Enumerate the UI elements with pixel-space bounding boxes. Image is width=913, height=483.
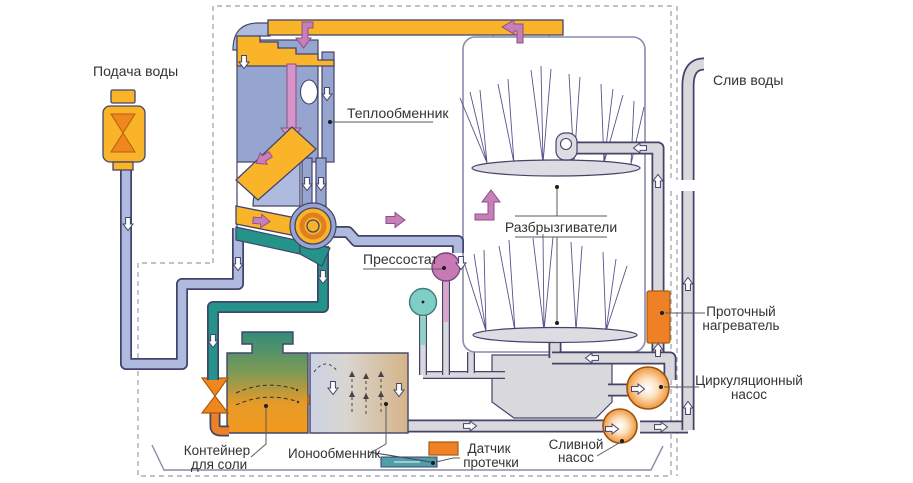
leader-dot <box>555 321 559 325</box>
base-pan <box>151 444 664 471</box>
label-drain-pump-1: Сливной <box>549 437 604 452</box>
inlet-valve-bowtie <box>110 113 136 134</box>
upper-arm-disc <box>471 159 641 177</box>
leader-ion-exchanger <box>371 406 387 453</box>
inlet-valve-bowtie <box>110 132 136 153</box>
label-pressostat: Прессостат <box>363 251 438 267</box>
label-flow-heater-1: Проточный <box>706 304 775 319</box>
heat-exchanger <box>232 22 337 267</box>
upper-spray-arm <box>459 65 658 362</box>
label-flow-heater-2: нагреватель <box>702 318 779 333</box>
steam-elbow-arrow-tub <box>474 189 501 221</box>
leader-dot <box>555 185 559 189</box>
lower-spray-arm <box>463 233 670 380</box>
heat-exchanger-side-channel <box>321 51 335 163</box>
leader-dot <box>264 404 268 408</box>
drain-pump <box>602 408 638 444</box>
diagonal-duct-upper <box>235 126 317 201</box>
leak-sensor <box>368 441 459 468</box>
machine-housing-outline <box>137 5 678 477</box>
leader-dot <box>660 311 664 315</box>
housing-dashed-border <box>137 5 672 477</box>
resin-arrowheads <box>349 371 384 399</box>
label-leak-sensor-1: Датчик <box>467 441 510 456</box>
steam-arrow <box>385 212 406 228</box>
distributor-core <box>306 219 320 233</box>
panel-window <box>299 79 319 105</box>
leader-dot <box>328 120 332 124</box>
hose-wall-pass-gap <box>668 180 704 191</box>
upper-spray-jets <box>459 65 645 165</box>
distributor-ring <box>299 212 327 240</box>
salt-level-lines <box>235 384 300 406</box>
top-steam-channel <box>267 19 564 49</box>
lower-spray-jets <box>463 233 628 332</box>
inlet-valve-cap <box>110 89 136 104</box>
leader-sprayers <box>515 188 607 322</box>
teal-chamber-dot <box>421 300 425 304</box>
salt-valve-upper <box>200 377 230 398</box>
label-heat-exchanger: Теплообменник <box>347 105 449 121</box>
pressostat-assembly <box>408 252 461 375</box>
ion-exchanger-body <box>309 352 409 434</box>
heat-exchanger-cap-stairs <box>236 35 335 67</box>
inlet-pipe <box>126 168 238 364</box>
label-drain-pump-2: насос <box>558 450 594 465</box>
label-ion-exchanger: Ионообменник <box>288 446 380 461</box>
steam-elbow-arrow-right <box>501 19 524 44</box>
salt-container <box>226 331 309 434</box>
leader-drain-pump <box>596 442 620 457</box>
leader-dot <box>431 461 435 465</box>
salt-line-dot <box>296 400 300 404</box>
ion-weir-flow <box>313 363 339 373</box>
pump-circuit <box>602 64 704 444</box>
label-circulation-pump-1: Циркуляционный <box>695 373 803 388</box>
salt-line-dot <box>295 388 299 392</box>
label-circulation-pump-2: насос <box>731 387 767 402</box>
steam-elbow-arrow-left <box>295 21 314 49</box>
circulation-pump <box>626 366 670 410</box>
lower-arm-disc <box>472 326 638 344</box>
steam-channel-stripe <box>286 63 297 129</box>
tub-feed-pipe <box>318 232 458 253</box>
label-salt-container-1: Контейнер <box>184 443 250 458</box>
steam-arrows <box>251 148 501 229</box>
label-water-supply: Подача воды <box>93 63 178 79</box>
steam-duct <box>267 19 564 36</box>
label-salt-container-2: для соли <box>191 457 247 472</box>
flow-heater-body <box>646 290 671 344</box>
water-inlet <box>102 89 238 364</box>
inlet-valve-foot <box>112 161 134 171</box>
leak-sensor-switch <box>428 441 459 456</box>
leader-dot <box>384 402 388 406</box>
label-drain-water: Слив воды <box>713 72 783 88</box>
leak-sensor-lever <box>368 451 432 463</box>
salt-valve <box>200 377 230 431</box>
label-sprayers: Разбрызгиватели <box>505 219 617 235</box>
leader-dot <box>620 439 624 443</box>
leader-salt-container <box>250 408 267 458</box>
salt-container-body <box>226 331 309 434</box>
annotations: Подача воды Теплообменник Разбрызгивател… <box>93 63 803 472</box>
leader-dot <box>442 266 446 270</box>
ion-exchanger <box>309 352 409 434</box>
hub-bearing <box>559 137 573 151</box>
label-leak-sensor-2: протечки <box>463 455 519 470</box>
leader-leak-sensor <box>435 457 460 463</box>
leader-dot <box>659 385 663 389</box>
salt-valve-lower <box>200 395 230 414</box>
